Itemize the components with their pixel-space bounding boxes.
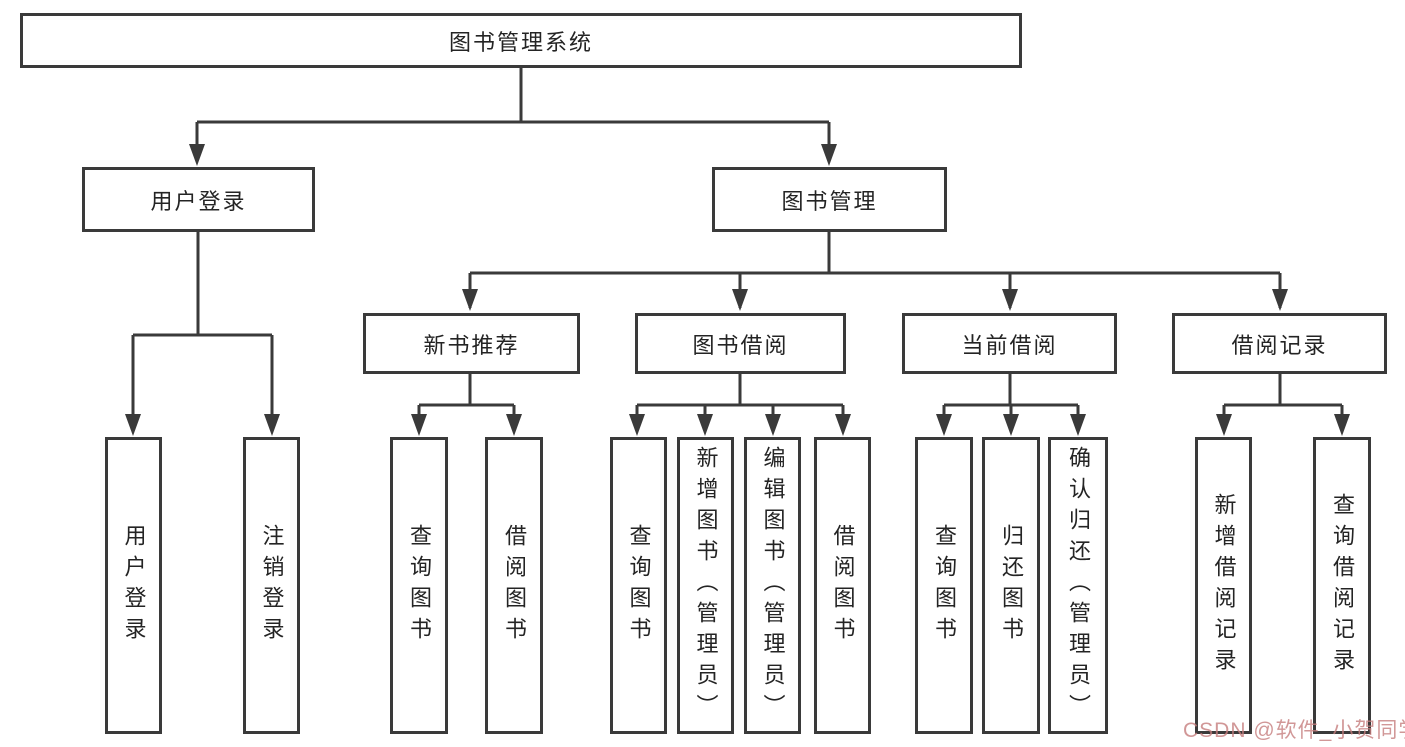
leaf-borrow-books-1-label: 借阅图书 <box>502 523 527 648</box>
leaf-query-books-1-label: 查询图书 <box>407 523 432 648</box>
csdn-watermark: CSDN @软件_小贺同学 <box>1183 719 1405 742</box>
leaf-add-borrow-record-label: 新增借阅记录 <box>1211 492 1237 679</box>
node-user-login: 用户登录 <box>82 167 315 232</box>
leaf-return-books-label: 归还图书 <box>999 523 1024 648</box>
connector-segments <box>131 68 1344 431</box>
leaf-confirm-return-admin: 确认归还（管理员） <box>1048 437 1108 734</box>
leaf-query-books-2-label: 查询图书 <box>626 523 652 648</box>
node-borrow-records: 借阅记录 <box>1172 313 1387 374</box>
leaf-query-borrow-record-label: 查询借阅记录 <box>1330 492 1355 679</box>
leaf-logout: 注销登录 <box>243 437 300 734</box>
node-book-management: 图书管理 <box>712 167 947 232</box>
leaf-edit-book-admin: 编辑图书（管理员） <box>744 437 801 734</box>
leaf-query-books-3: 查询图书 <box>915 437 973 734</box>
leaf-add-book-admin-label: 新增图书（管理员） <box>693 446 719 725</box>
leaf-borrow-books-1: 借阅图书 <box>485 437 543 734</box>
leaf-user-login: 用户登录 <box>105 437 162 734</box>
leaf-confirm-return-admin-label: 确认归还（管理员） <box>1066 446 1091 725</box>
node-current-borrowing: 当前借阅 <box>902 313 1117 374</box>
leaf-query-books-1: 查询图书 <box>390 437 448 734</box>
leaf-borrow-books-2: 借阅图书 <box>814 437 871 734</box>
leaf-return-books: 归还图书 <box>982 437 1040 734</box>
leaf-query-books-2: 查询图书 <box>610 437 667 734</box>
leaf-query-books-3-label: 查询图书 <box>932 523 957 648</box>
root-node-library-system: 图书管理系统 <box>20 13 1022 68</box>
leaf-borrow-books-2-label: 借阅图书 <box>830 523 856 648</box>
node-book-borrowing: 图书借阅 <box>635 313 846 374</box>
leaf-user-login-label: 用户登录 <box>121 523 147 648</box>
leaf-add-book-admin: 新增图书（管理员） <box>677 437 734 734</box>
leaf-query-borrow-record: 查询借阅记录 <box>1313 437 1371 734</box>
leaf-logout-label: 注销登录 <box>259 523 285 648</box>
leaf-add-borrow-record: 新增借阅记录 <box>1195 437 1252 734</box>
node-new-book-recommendation: 新书推荐 <box>363 313 580 374</box>
leaf-edit-book-admin-label: 编辑图书（管理员） <box>760 446 786 725</box>
arrowhead-icons <box>125 144 1350 436</box>
